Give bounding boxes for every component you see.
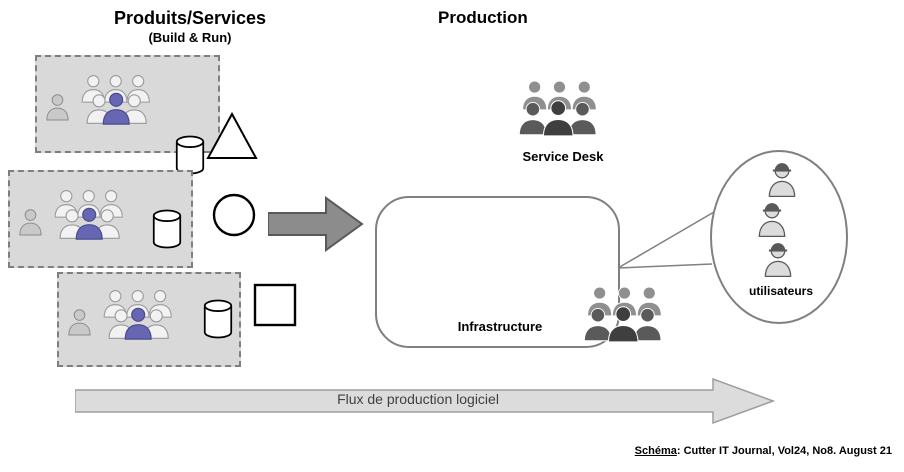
infrastructure-label: Infrastructure [457,319,543,334]
production-boundary [375,196,620,348]
production-title: Production [438,8,528,27]
database-cylinder-icon [203,299,233,339]
source-credit: Schéma: Cutter IT Journal, Vol24, No8. A… [635,445,892,457]
service-desk-label: Service Desk [522,149,604,164]
team-group-icon [68,290,172,340]
flux-label: Flux de production logiciel [337,391,499,407]
users-ellipse: utilisateurs [710,150,848,324]
infrastructure-group-icon [583,286,662,343]
team-group-icon [46,75,150,125]
team-group-icon [19,190,123,240]
flux-arrow [75,378,775,424]
circle-icon [212,193,256,237]
triangle-icon [206,112,258,159]
produits-services-title: Produits/Services [113,8,267,28]
service-desk-group-icon [518,80,597,137]
utilisateurs-label: utilisateurs [748,284,814,298]
square-icon [253,283,297,327]
user-with-cap-icon [758,202,786,238]
user-with-cap-icon [768,162,796,198]
source-credit-text: : Cutter IT Journal, Vol24, No8. August … [676,445,892,457]
database-cylinder-icon [152,209,182,249]
build-run-subtitle: (Build & Run) [148,30,232,45]
user-with-cap-icon [764,242,792,278]
flow-arrow-icon [268,196,364,252]
product-box-1 [35,55,220,153]
connector-lines [617,211,715,269]
source-credit-word: Schéma [634,445,677,457]
